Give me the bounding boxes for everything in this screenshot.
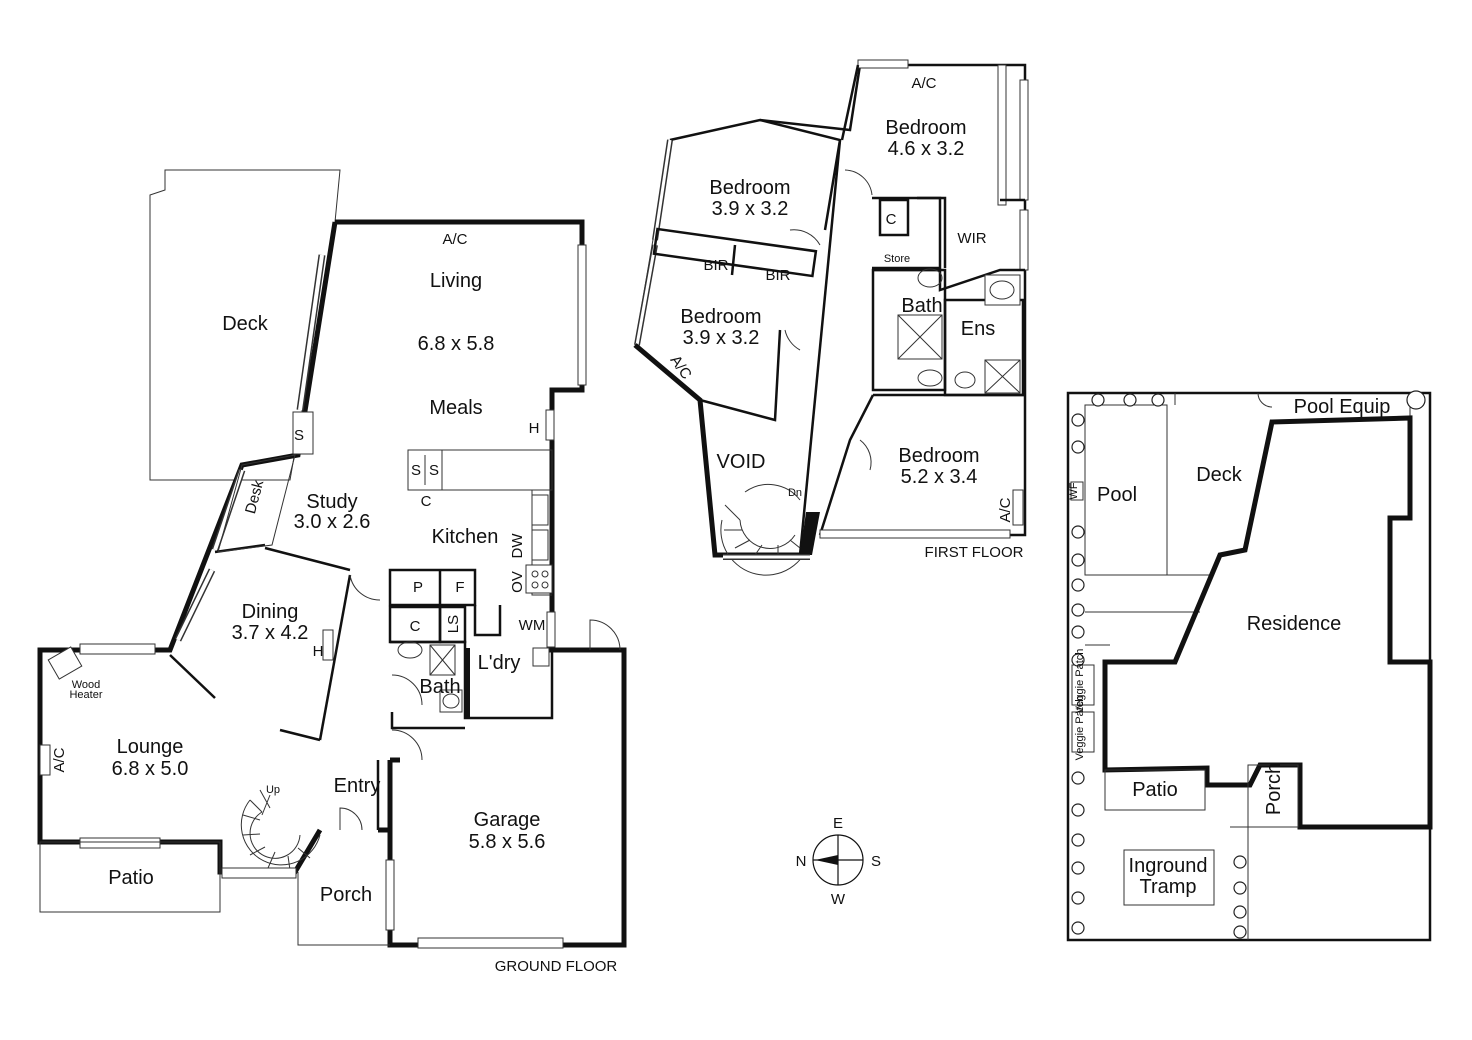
up-label: Up — [266, 784, 280, 796]
bedroom3-dims: 3.9 x 3.2 — [683, 327, 760, 349]
first-floor-caption: FIRST FLOOR — [925, 544, 1024, 561]
pantry-label: P — [413, 579, 423, 596]
ground-porch-label: Porch — [320, 884, 372, 906]
cupboard-label: C — [410, 618, 421, 635]
store-label: Store — [884, 253, 910, 265]
deck-label: Deck — [222, 313, 269, 335]
first-bath-label: Bath — [901, 295, 942, 317]
ground-spiral-stairs — [240, 789, 321, 871]
bedroom2-label: Bedroom — [709, 177, 790, 199]
ground-floor-plan — [37, 169, 627, 949]
compass-w: W — [831, 891, 846, 908]
deck-outline — [149, 169, 341, 481]
study-label: Study — [306, 491, 357, 513]
wm-label: WM — [519, 617, 546, 634]
wf-label: WF — [1068, 482, 1080, 499]
compass-s: S — [871, 853, 881, 870]
ac-living-label: A/C — [442, 231, 467, 248]
master-bedroom-label: Bedroom — [885, 117, 966, 139]
dining-label: Dining — [242, 601, 299, 623]
living-dims: 6.8 x 5.8 — [418, 333, 495, 355]
master-bedroom-dims: 4.6 x 3.2 — [888, 138, 965, 160]
veggie-patch-2-label: Veggie Patch — [1074, 696, 1086, 761]
living-label: Living — [430, 270, 482, 292]
pool-label: Pool — [1097, 484, 1137, 506]
site-trees — [1071, 390, 1426, 939]
garage-door — [417, 937, 564, 949]
bedroom4-label: Bedroom — [898, 445, 979, 467]
bedroom2-dims: 3.9 x 3.2 — [712, 198, 789, 220]
garage-dims: 5.8 x 5.6 — [469, 831, 546, 853]
compass — [812, 834, 864, 886]
void-label: VOID — [717, 451, 766, 473]
shelf-unit — [292, 411, 314, 455]
c-label: C — [886, 211, 897, 228]
bir2-label: BIR — [765, 267, 790, 284]
site-deck-label: Deck — [1196, 464, 1243, 486]
ac-bed4-label: A/C — [997, 497, 1014, 522]
residence-label: Residence — [1247, 613, 1342, 635]
dw-label: DW — [509, 533, 526, 559]
ground-bath-label: Bath — [419, 676, 460, 698]
garage-door-swing — [589, 619, 621, 651]
wir-label: WIR — [957, 230, 986, 247]
ss1-label: S — [411, 462, 421, 479]
kitchen-label: Kitchen — [432, 526, 499, 548]
living-window — [577, 244, 587, 386]
wood-heater-label-2: Heater — [69, 689, 102, 701]
desk-label: Desk — [242, 478, 267, 516]
study-dims: 3.0 x 2.6 — [294, 511, 371, 533]
garage-label: Garage — [474, 809, 541, 831]
ground-patio-label: Patio — [108, 867, 154, 889]
linen-label: LS — [445, 615, 462, 633]
ac-lounge-label: A/C — [51, 747, 68, 772]
ov-label: OV — [509, 571, 526, 593]
ss2-label: S — [429, 462, 439, 479]
heater-living-label: H — [529, 420, 540, 437]
study-cupboard-label: C — [421, 493, 432, 510]
dining-dims: 3.7 x 4.2 — [232, 622, 309, 644]
site-plan — [1066, 390, 1433, 942]
site-boundary — [1066, 391, 1432, 942]
ground-floor-caption: GROUND FLOOR — [495, 958, 618, 975]
meals-label: Meals — [429, 397, 482, 419]
laundry-label: L'dry — [478, 652, 521, 674]
fridge-label: F — [455, 579, 464, 596]
site-patio-label: Patio — [1132, 779, 1178, 801]
wood-heater-label-1: Wood — [72, 679, 101, 691]
heater-dining-label: H — [313, 643, 324, 660]
lounge-label: Lounge — [117, 736, 184, 758]
first-floor-plan — [633, 59, 1029, 576]
dn-label: Dn — [788, 487, 802, 499]
tramp-label-2: Tramp — [1139, 876, 1196, 898]
pool-equip-label: Pool Equip — [1294, 396, 1391, 418]
compass-n: N — [796, 853, 807, 870]
ac-master-label: A/C — [911, 75, 936, 92]
bir1-label: BIR — [703, 257, 728, 274]
tramp-label-1: Inground — [1129, 855, 1208, 877]
entry-label: Entry — [334, 775, 381, 797]
shelf-label: S — [294, 427, 304, 444]
bedroom3-label: Bedroom — [680, 306, 761, 328]
ens-label: Ens — [961, 318, 995, 340]
site-porch-label: Porch — [1263, 763, 1285, 815]
compass-e: E — [833, 815, 843, 832]
veggie-patch-1-label: Veggie Patch — [1074, 649, 1086, 714]
bedroom4-dims: 5.2 x 3.4 — [901, 466, 978, 488]
lounge-dims: 6.8 x 5.0 — [112, 758, 189, 780]
